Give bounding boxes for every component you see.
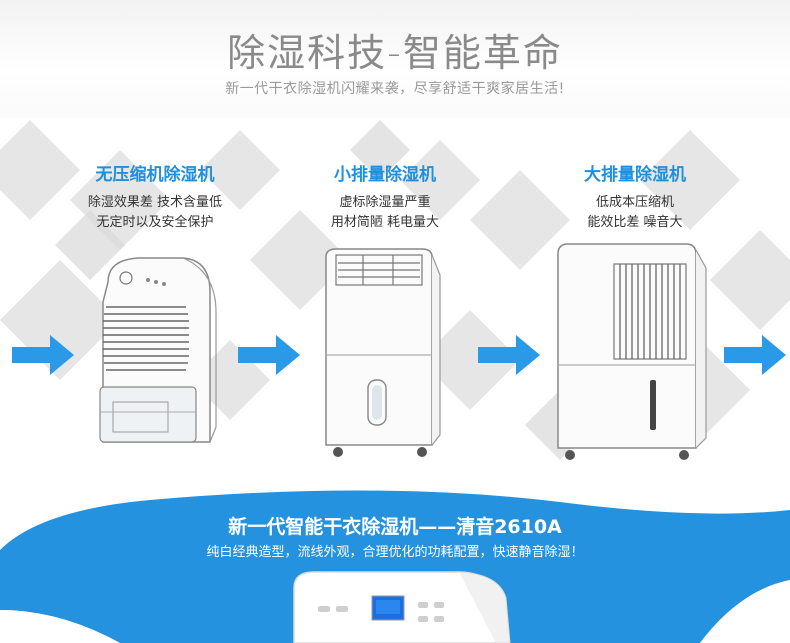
arrow-right-icon — [724, 335, 786, 375]
arrow-right-icon — [238, 335, 300, 375]
featured-model-description: 纯白经典造型，流线外观，合理优化的功耗配置，快速静音除湿！ — [206, 545, 584, 560]
arrow-right-icon — [12, 335, 74, 375]
product-title: 无压缩机除湿机 — [95, 165, 215, 185]
featured-model-title: 新一代智能干衣除湿机——清音2610A — [228, 516, 562, 538]
diamond-pattern-background — [0, 120, 790, 460]
page-subtitle: 新一代干衣除湿机闪耀来袭，尽享舒适干爽家居生活! — [225, 81, 565, 97]
product-column-compressorless: 无压缩机除湿机 除湿效果差 技术含量低 无定时以及安全保护 — [40, 160, 270, 233]
compressorless-dehumidifier-image — [99, 257, 217, 443]
product-title: 大排量除湿机 — [584, 165, 686, 185]
product-desc-line: 能效比差 噪音大 — [587, 215, 683, 230]
page-title: 除湿科技-智能革命 — [227, 31, 563, 75]
product-column-small: 小排量除湿机 虚标除湿量严重 用材简陋 耗电量大 — [270, 160, 500, 233]
product-desc-line: 用材简陋 耗电量大 — [330, 215, 440, 230]
product-desc-line: 低成本压缩机 — [595, 195, 674, 210]
product-title: 小排量除湿机 — [334, 165, 436, 185]
small-dehumidifier-image — [325, 248, 441, 457]
product-column-large: 大排量除湿机 低成本压缩机 能效比差 噪音大 — [520, 160, 750, 233]
large-dehumidifier-image — [557, 243, 707, 460]
product-desc-line: 虚标除湿量严重 — [339, 195, 431, 210]
product-desc-line: 除湿效果差 技术含量低 — [87, 195, 223, 210]
header-band — [0, 0, 790, 118]
featured-dehumidifier-image — [293, 571, 511, 643]
arrow-right-icon — [478, 335, 540, 375]
blue-swoosh-band — [0, 490, 790, 643]
product-desc-line: 无定时以及安全保护 — [96, 215, 214, 230]
